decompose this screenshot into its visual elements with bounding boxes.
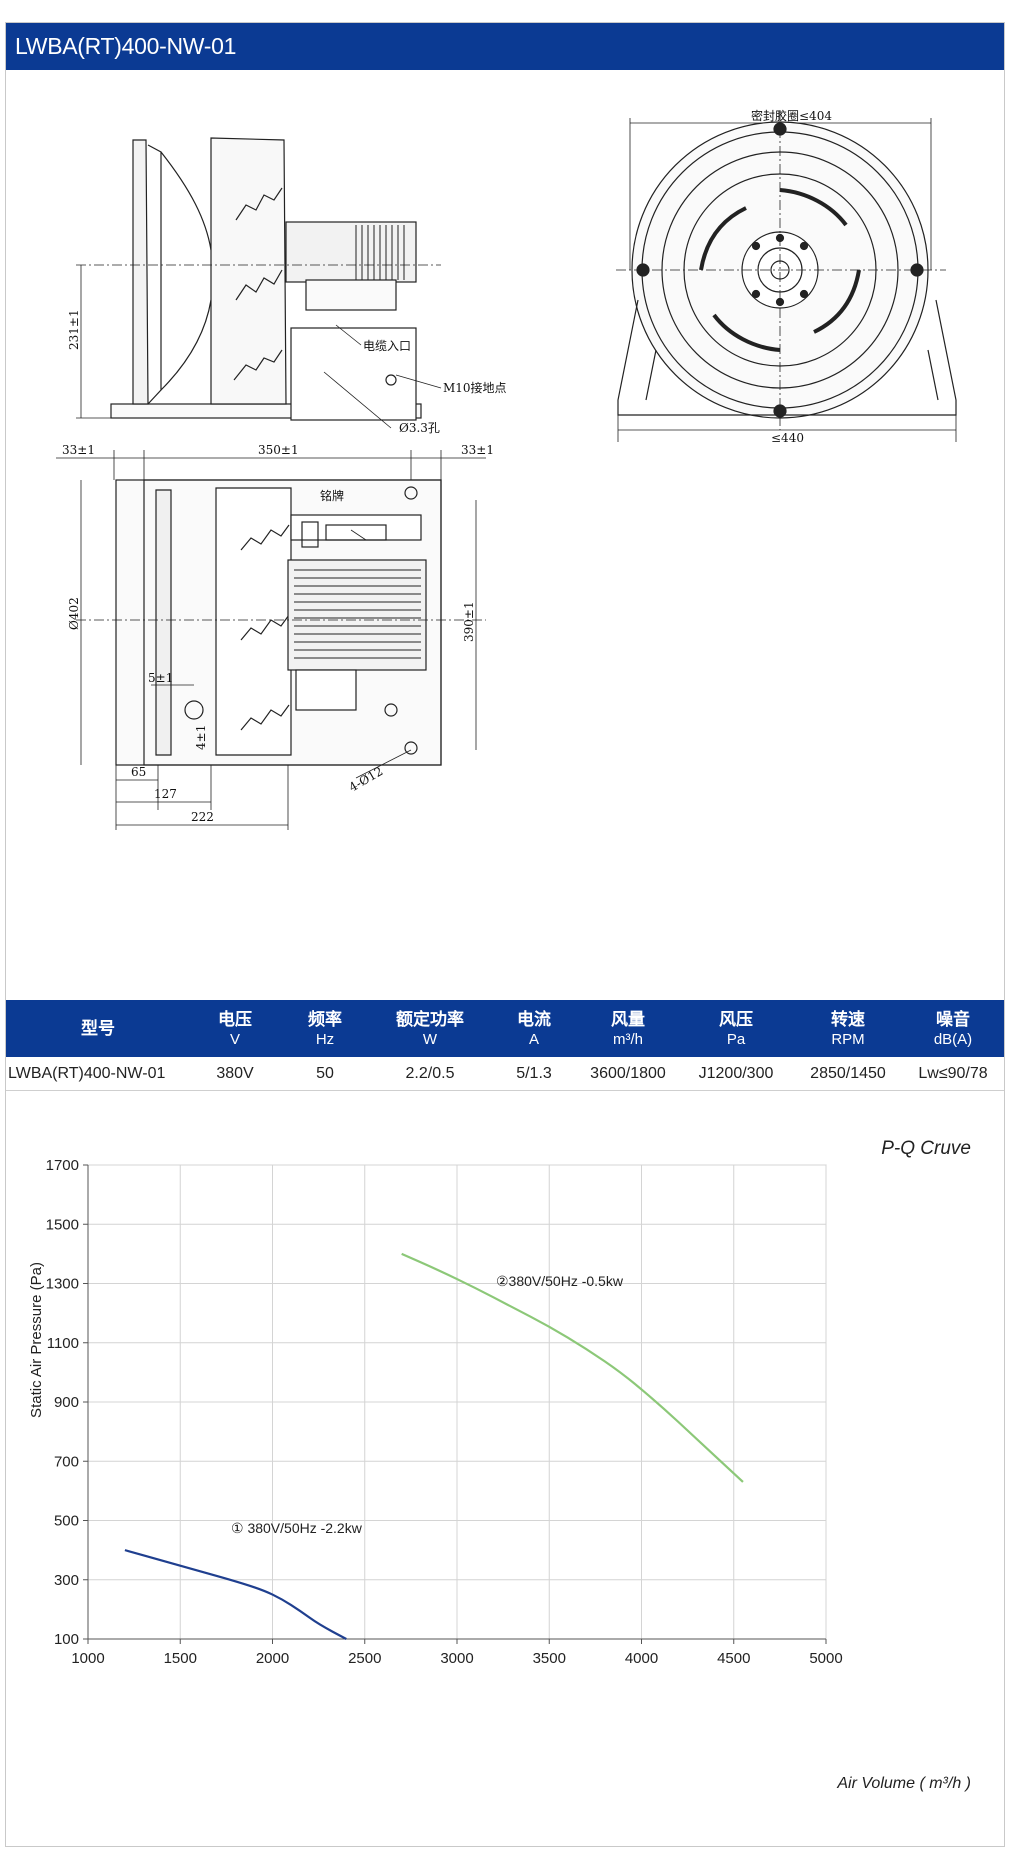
dim-65: 65	[131, 765, 146, 779]
y-tick-label: 1700	[46, 1157, 79, 1174]
chart-title: P-Q Cruve	[881, 1138, 971, 1159]
x-tick-label: 3500	[533, 1650, 566, 1667]
series-label-2: ②380V/50Hz -0.5kw	[496, 1273, 624, 1289]
chart-series: ① 380V/50Hz -2.2kw ②380V/50Hz -0.5kw	[124, 1252, 744, 1640]
cell-voltage: 380V	[190, 1057, 280, 1091]
x-tick-label: 2000	[256, 1650, 289, 1667]
chart-grid	[87, 1164, 827, 1640]
chart-ylabel: Static Air Pressure (Pa)	[28, 1262, 45, 1418]
dim-440: ≤440	[771, 431, 804, 445]
y-tick-label: 900	[54, 1394, 79, 1411]
x-tick-label: 5000	[809, 1650, 842, 1667]
label-hole: Ø3.3孔	[399, 421, 440, 435]
chart-ticks: 1000 1500 2000 2500 3000 3500 4000 4500 5000 100 3…	[46, 1157, 843, 1667]
cell-model: LWBA(RT)400-NW-01	[6, 1057, 190, 1091]
x-tick-label: 1000	[71, 1650, 104, 1667]
y-tick-label: 300	[54, 1572, 79, 1589]
cell-airflow: 3600/1800	[578, 1057, 678, 1091]
pq-chart: P-Q Cruve Air Volume ( m³/h ) Static Air…	[6, 1108, 1004, 1846]
x-tick-label: 4000	[625, 1650, 658, 1667]
series-line-1	[124, 1549, 347, 1640]
chart-xlabel: Air Volume ( m³/h )	[836, 1775, 971, 1792]
series-line-2	[401, 1252, 744, 1483]
label-ground-point: M10接地点	[443, 380, 507, 395]
dim-402: Ø402	[67, 597, 81, 630]
y-tick-label: 1500	[46, 1216, 79, 1233]
dim-4-12: 4-Ø12	[347, 764, 386, 795]
cell-frequency: 50	[280, 1057, 370, 1091]
cell-power: 2.2/0.5	[370, 1057, 490, 1091]
x-tick-label: 4500	[717, 1650, 750, 1667]
y-tick-label: 1300	[46, 1276, 79, 1293]
dim-231: 231±1	[67, 309, 81, 350]
page-title: LWBA(RT)400-NW-01	[6, 23, 1004, 70]
y-tick-label: 700	[54, 1453, 79, 1470]
dim-350: 350±1	[258, 443, 299, 457]
pq-chart-svg: P-Q Cruve Air Volume ( m³/h ) Static Air…	[28, 1138, 971, 1792]
cell-speed: 2850/1450	[794, 1057, 902, 1091]
y-tick-label: 1100	[47, 1335, 79, 1352]
header-model: 型号	[81, 1019, 115, 1038]
label-nameplate: 铭牌	[320, 488, 344, 503]
cell-pressure: J1200/300	[678, 1057, 794, 1091]
front-view	[616, 110, 957, 442]
y-tick-label: 100	[54, 1631, 79, 1648]
dim-222: 222	[191, 810, 214, 824]
side-view	[76, 137, 442, 429]
x-tick-label: 3000	[440, 1650, 473, 1667]
x-tick-label: 1500	[164, 1650, 197, 1667]
cell-noise: Lw≤90/78	[902, 1057, 1004, 1091]
dim-33-right: 33±1	[461, 443, 494, 457]
table-row: LWBA(RT)400-NW-01 380V 50 2.2/0.5 5/1.3 …	[6, 1057, 1004, 1091]
label-cable-entry: 电缆入口	[363, 339, 411, 353]
datasheet-page: LWBA(RT)400-NW-01	[5, 22, 1005, 1847]
x-tick-label: 2500	[348, 1650, 381, 1667]
dim-127: 127	[154, 787, 177, 801]
cell-current: 5/1.3	[490, 1057, 578, 1091]
y-tick-label: 500	[54, 1513, 79, 1530]
bottom-view	[56, 450, 486, 830]
label-seal-ring: 密封胶圈≤404	[751, 108, 832, 123]
dim-4: 4±1	[194, 725, 208, 750]
technical-drawing: 231±1 电缆入口 M10接地点 Ø3.3孔	[6, 70, 1004, 1000]
dim-5: 5±1	[148, 671, 173, 685]
dim-33-left: 33±1	[62, 443, 95, 457]
drawing-svg: 231±1 电缆入口 M10接地点 Ø3.3孔	[56, 108, 957, 830]
dim-390: 390±1	[462, 601, 476, 642]
series-label-1: ① 380V/50Hz -2.2kw	[231, 1520, 363, 1536]
